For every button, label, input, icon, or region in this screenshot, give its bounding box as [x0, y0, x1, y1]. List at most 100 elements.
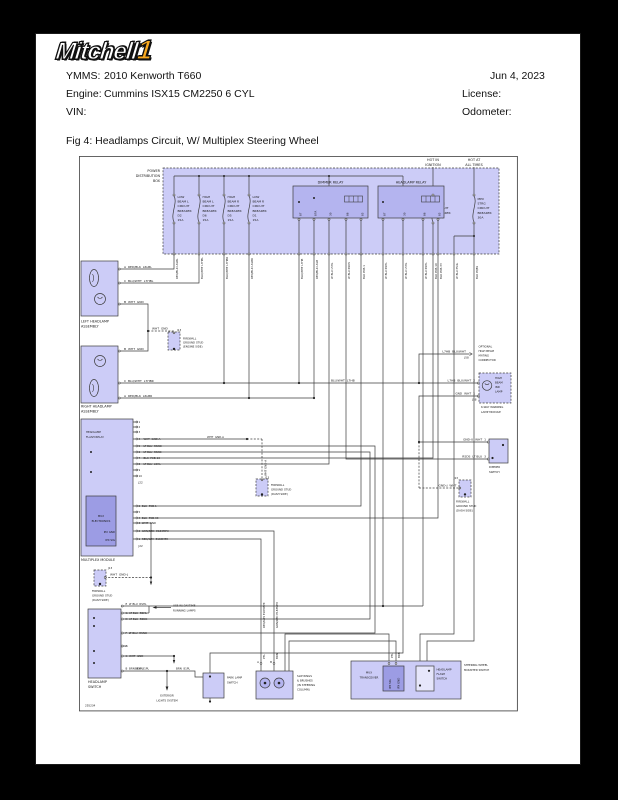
svg-text:IPX GND: IPX GND [104, 530, 115, 534]
wire-label: LT BLU L5HL [330, 262, 334, 279]
svg-text:PARK LAMP: PARK LAMP [227, 676, 242, 680]
svg-text:HIGH: HIGH [495, 376, 502, 380]
svg-text:1: 1 [139, 420, 141, 424]
svg-text:LIGHTS SYSTEM: LIGHTS SYSTEM [156, 698, 178, 702]
svg-text:USE W/ DAYTIME: USE W/ DAYTIME [173, 604, 196, 608]
svg-text:FIREWALL: FIREWALL [271, 483, 285, 487]
svg-text:BREAKER: BREAKER [178, 209, 192, 213]
svg-text:SWITCH: SWITCH [227, 680, 238, 684]
svg-text:BEAM L: BEAM L [203, 200, 215, 204]
wire-label: BLU/WHT L7HB [331, 378, 355, 382]
svg-text:LOW: LOW [253, 195, 260, 199]
exterior-lights-park-lamp: BRN 81PL BRN 81PL EXTERIOR LIGHTS SYSTEM… [135, 581, 242, 702]
svg-text:D5: D5 [228, 213, 232, 217]
svg-text:BEAM R: BEAM R [228, 200, 240, 204]
wire-label: A RED/BLK L6LBL [124, 265, 152, 269]
svg-text:15A: 15A [228, 218, 235, 222]
svg-text:GROUND STUD: GROUND STUD [456, 504, 476, 508]
steering-wheel-mounted-switch: MUX TRANSCEIVER IPX SIG IPX GND YEL BRN … [350, 652, 489, 700]
wire-label: BLU/WHT L7HB [300, 259, 304, 279]
park-lamp-switch [202, 672, 225, 699]
wire-label: RED/BLK L6LB [315, 260, 319, 279]
engine-value: Cummins ISX15 CM2250 6 CYL [104, 88, 255, 100]
svg-text:ASSEMBLY: ASSEMBLY [81, 410, 99, 414]
module-lower-connector: 6 BLK PCB-1 5 4 BLK PCB-33 3 WHT GND 2 G… [138, 504, 169, 548]
svg-text:J13: J13 [264, 476, 270, 480]
arrow-icon [165, 686, 169, 691]
svg-text:BREAKER: BREAKER [203, 209, 217, 213]
document-page: Mitchell1 YMMS:2010 Kenworth T660 Jun 4,… [35, 33, 581, 765]
engine-label: Engine: [66, 88, 102, 100]
svg-text:J13: J13 [453, 476, 459, 480]
wire-label: LT BLU RSNO [144, 444, 162, 448]
svg-text:BREAKER: BREAKER [228, 209, 242, 213]
svg-text:B: B [270, 660, 272, 664]
svg-text:30A: 30A [478, 215, 485, 219]
svg-text:CIRCUIT: CIRCUIT [253, 204, 265, 208]
svg-text:J58: J58 [464, 356, 470, 360]
svg-text:ELECTRONICS: ELECTRONICS [92, 519, 111, 523]
arrow-icon [152, 606, 157, 609]
headlamp-relay: HEADLAMP RELAY 87 30 86 85 [377, 181, 445, 219]
svg-text:MUX: MUX [366, 671, 372, 675]
svg-text:FLASH RELAY: FLASH RELAY [86, 435, 104, 439]
svg-text:(DASH SIDE): (DASH SIDE) [456, 509, 473, 513]
svg-text:CIRCUIT: CIRCUIT [203, 204, 215, 208]
svg-text:D6: D6 [203, 213, 207, 217]
svg-text:FIREWALL: FIREWALL [92, 589, 106, 593]
svg-text:HIGH: HIGH [228, 195, 236, 199]
svg-text:DIMMER RELAY: DIMMER RELAY [318, 181, 345, 185]
wire-label: GND-U WHT 1 [463, 438, 486, 442]
svg-text:30: 30 [329, 212, 333, 216]
wire-label: RSDS LT BLU 3 [462, 455, 486, 459]
wire-label: 2 GRN/RED E183MPX [139, 529, 169, 533]
svg-text:30: 30 [403, 212, 407, 216]
svg-text:IPX GND: IPX GND [397, 678, 401, 689]
svg-text:85: 85 [361, 212, 365, 216]
left-headlamp-assembly: LEFT HEADLAMP ASSEMBLY A RED/BLK L6LBL C… [80, 260, 154, 329]
svg-text:87: 87 [299, 212, 303, 216]
svg-text:85: 85 [438, 212, 442, 216]
svg-text:GROUND STUD: GROUND STUD [183, 341, 203, 345]
wire-label: 1 RED/GRY E183MPX [139, 537, 169, 541]
svg-text:MUX: MUX [98, 514, 104, 518]
svg-text:BREAKER: BREAKER [253, 209, 267, 213]
svg-text:J58: J58 [471, 398, 477, 402]
svg-text:MPX: MPX [478, 197, 484, 201]
svg-text:A: A [257, 660, 259, 664]
connector-chevron-icon [469, 352, 473, 356]
wire-label: GRN/RED E183MPX [275, 602, 279, 628]
svg-text:5: 5 [139, 510, 141, 514]
svg-text:OPTIONAL: OPTIONAL [479, 345, 493, 349]
vin-label: VIN: [66, 106, 87, 118]
ymms-value: 2010 Kenworth T660 [104, 70, 202, 82]
svg-text:(IN STEERING: (IN STEERING [297, 683, 315, 687]
wire-label: BLK PCB-10 [144, 456, 161, 460]
svg-text:J22: J22 [138, 481, 144, 485]
wire-label: WHT GND-J [110, 573, 128, 577]
svg-text:LAMP: LAMP [495, 390, 503, 394]
svg-text:STEERING WHEEL: STEERING WHEEL [464, 663, 488, 667]
wire-label: B WHT GND [124, 300, 144, 304]
wire-label: B BRN 81PL [126, 667, 144, 671]
svg-text:MOUNTED SWITCH: MOUNTED SWITCH [464, 668, 489, 672]
wire-label: GND-J WHT [439, 484, 457, 488]
firewall-ground-stud-dash-middle: WHT GND-A J13 FIREWALL GROUND STUD (DASH… [255, 460, 291, 497]
mux-transceiver [382, 665, 405, 692]
wire-label: L7HB BLU/WHT 2 [448, 378, 476, 382]
svg-text:J13: J13 [107, 566, 113, 570]
pdb-drop-wire-labels: RED/BLK L6LBL BLU/WHT L7HBL BLU/WHT L7HB… [175, 257, 479, 279]
wire-label: C WHT GND [126, 654, 144, 658]
arrow-icon [149, 581, 153, 586]
svg-text:6-WAY WARNING: 6-WAY WARNING [481, 405, 503, 409]
svg-text:6: 6 [139, 450, 141, 454]
wire-label: E LT BLU RSHL [126, 602, 148, 606]
svg-text:15A: 15A [253, 218, 260, 222]
svg-text:HIGH: HIGH [203, 195, 211, 199]
svg-text:DIMMER: DIMMER [489, 465, 500, 469]
svg-text:3: 3 [139, 430, 141, 434]
wire-label: B WHT GND [124, 347, 144, 351]
